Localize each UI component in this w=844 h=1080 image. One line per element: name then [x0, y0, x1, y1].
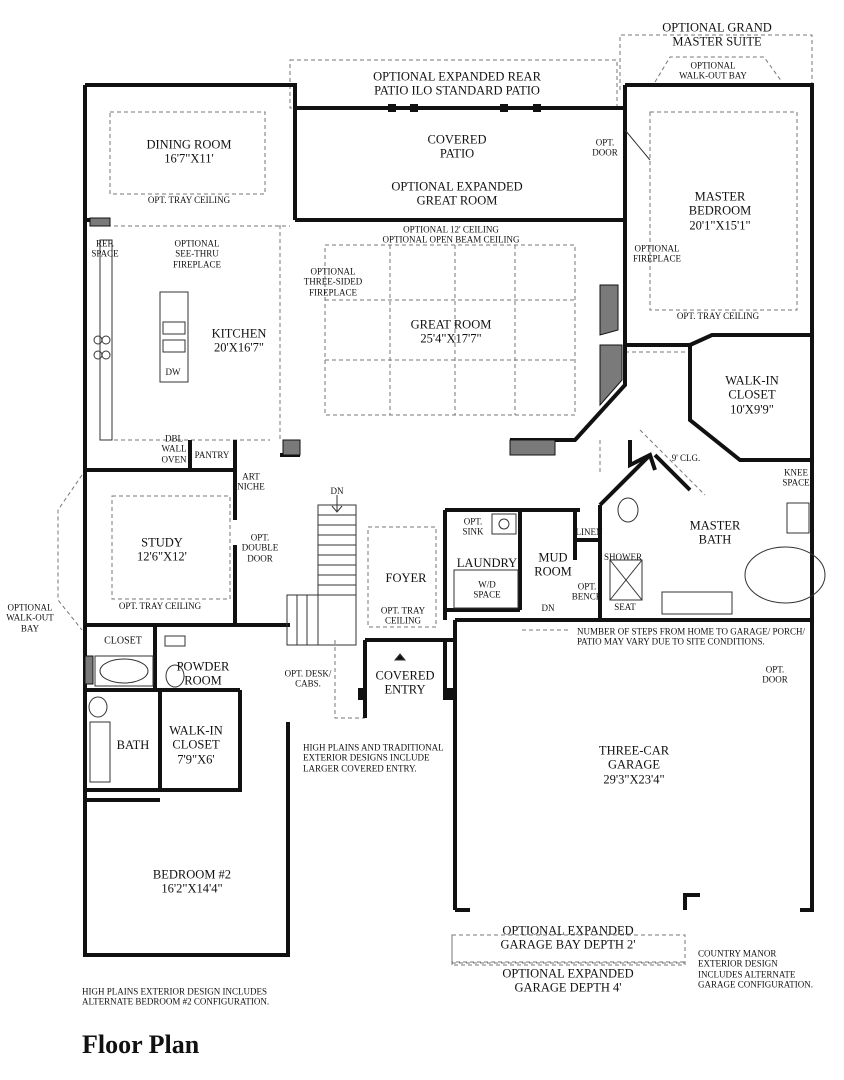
pantry-note: PANTRY [194, 449, 230, 460]
opt-bench-note: OPT.BENCH [571, 581, 603, 602]
bath-label: BATH [116, 737, 150, 752]
opt-door-top-note: OPT.DOOR [592, 137, 618, 158]
walls [83, 83, 814, 957]
study-tray-ceiling-note: OPT. TRAY CEILING [118, 600, 202, 611]
dining-tray-ceiling-note: OPT. TRAY CEILING [147, 194, 231, 205]
opt-sink-note: OPT.SINK [462, 516, 484, 537]
desk-cabinets-note: OPT. DESK/CABS. [284, 668, 332, 689]
optional-outlines [57, 34, 813, 966]
seat-note: SEAT [614, 601, 636, 612]
linen-note: LINEN [575, 526, 603, 537]
stairs-down-note: DN [330, 485, 344, 496]
stairs [286, 495, 357, 646]
steps-site-conditions-note: NUMBER OF STEPS FROM HOME TO GARAGE/ POR… [577, 626, 805, 647]
ref-space-note: REF.SPACE [91, 238, 119, 259]
foyer-label: FOYER [385, 570, 427, 585]
nine-foot-ceiling-note: 9' CLG. [671, 452, 701, 463]
master-tray-ceiling-note: OPT. TRAY CEILING [676, 310, 760, 321]
page-title: Floor Plan [82, 1030, 200, 1059]
mud-room-down-note: DN [541, 602, 555, 613]
garage-opt-door-note: OPT.DOOR [762, 664, 788, 685]
shower-note: SHOWER [604, 551, 642, 562]
dishwasher-note: DW [165, 366, 181, 377]
laundry-label: LAUNDRY [456, 555, 518, 570]
fixtures [88, 129, 826, 783]
columns [358, 104, 541, 700]
closet-label: CLOSET [104, 635, 142, 647]
fireplaces [84, 217, 623, 685]
